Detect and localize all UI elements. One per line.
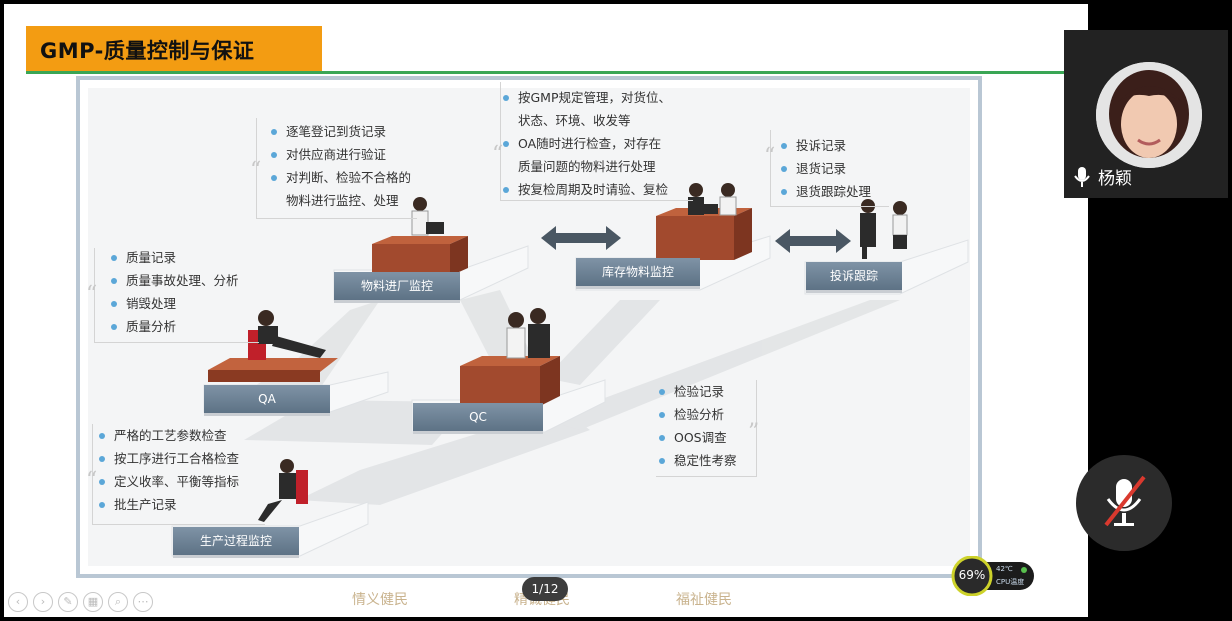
note-item: 稳定性考察 [658,449,737,472]
qc-notes: 检验记录 检验分析 OOS调查 稳定性考察 [658,380,737,472]
mute-button[interactable] [1076,455,1172,551]
cpu-temp-label: CPU温度 [996,578,1025,586]
node-inventory: 库存物料监控 [576,258,700,286]
mic-icon [1072,166,1092,192]
people [248,183,908,522]
note-item: 质量事故处理、分析 [110,269,239,292]
title-divider [26,71,1066,74]
mic-muted-icon [1104,475,1146,527]
node-qc: QC [413,403,543,431]
note-item: 状态、环境、收发等 [518,113,631,128]
ramp-qc-complaint [545,300,900,430]
qa-desk-top [208,358,338,372]
complaint-bracket [770,130,889,207]
qc-person-2 [528,308,550,358]
more-icon[interactable]: ⋯ [133,592,153,612]
note-item: 质量问题的物料进行处理 [518,159,656,174]
note-item: 按GMP规定管理，对货位、 [502,86,671,109]
footer-slogan: 情义健民 [352,592,408,608]
inventory-notes: 按GMP规定管理，对货位、 状态、环境、收发等 OA随时进行检查，对存在 质量问… [502,86,671,201]
zoom-icon[interactable]: ⌕ [108,592,128,612]
arrow-incoming-inventory [541,226,621,250]
quote-mark: “ [86,282,98,307]
node-production: 生产过程监控 [173,527,299,555]
note-item: 质量记录 [110,246,239,269]
quote-mark: “ [764,144,776,169]
note-item: 投诉记录 [780,134,871,157]
qa-notes: 质量记录 质量事故处理、分析 销毁处理 质量分析 [110,246,239,338]
incoming-desk-top [372,236,468,244]
avatar [1096,62,1202,168]
qa-person [248,310,326,360]
note-item: 质量分析 [110,315,239,338]
incoming-notes: 逐笔登记到货记录 对供应商进行验证 对判断、检验不合格的 物料进行监控、处理 [270,120,411,212]
qc-bracket [656,380,757,477]
node-qa: QA [204,385,330,413]
note-item: 严格的工艺参数检查 [98,424,239,447]
page-counter[interactable]: 1/12 [522,577,568,601]
next-icon[interactable]: › [33,592,53,612]
arrow-inventory-complaint [775,229,851,253]
double-arrows [541,226,851,253]
production-person [258,459,308,522]
quote-mark: “ [86,468,98,493]
note-item: 物料进行监控、处理 [286,193,399,208]
note-item: 按复检周期及时请验、复检 [502,178,671,201]
title-banner [26,26,322,72]
note-item: 定义收率、平衡等指标 [98,470,239,493]
production-notes: 严格的工艺参数检查 按工序进行工合格检查 定义收率、平衡等指标 批生产记录 [98,424,239,516]
pen-icon[interactable]: ✎ [58,592,78,612]
note-item: 对供应商进行验证 [270,143,411,166]
ramp-qc-inventory [545,300,660,385]
inventory-bracket [500,82,693,201]
slideshow-toolbar: ‹›✎▦⌕⋯ [8,590,158,612]
footer-slogan: 福祉健民 [676,592,732,608]
note-item: 退货记录 [780,157,871,180]
incoming-bracket [256,118,417,219]
node-complaint: 投诉跟踪 [806,262,902,290]
grid-icon[interactable]: ▦ [83,592,103,612]
note-item: 销毁处理 [110,292,239,315]
qc-person-1 [506,312,526,359]
note-item: 检验分析 [658,403,737,426]
complaint-notes: 投诉记录 退货记录 退货跟踪处理 [780,134,871,203]
note-item: 检验记录 [658,380,737,403]
inventory-desk-side [734,208,752,260]
qa-desk-front [208,370,320,382]
incoming-desk-side [450,236,468,276]
prev-icon[interactable]: ‹ [8,592,28,612]
complaint-people [860,199,908,259]
production-bracket [92,424,265,525]
note-item: OA随时进行检查，对存在 [502,132,671,155]
note-item: 按工序进行工合格检查 [98,447,239,470]
performance-widget[interactable]: 69% 42℃ CPU温度 [950,555,1036,597]
qa-bracket [94,248,259,343]
inventory-desk-front [656,216,734,260]
desks [208,208,752,406]
note-item: 退货跟踪处理 [780,180,871,203]
inventory-people [688,183,737,216]
incoming-desk-front [372,244,450,276]
note-item: OOS调查 [658,426,737,449]
quote-mark: “ [492,142,504,167]
quote-mark: ” [748,420,760,445]
qc-desk-top [460,356,560,366]
participant-name: 杨颖 [1098,169,1132,189]
note-item: 批生产记录 [98,493,239,516]
slide-title: GMP-质量控制与保证 [40,39,255,63]
qc-desk-front [460,366,540,406]
node-incoming: 物料进厂监控 [334,272,460,300]
incoming-person [411,197,444,236]
cpu-percent: 69% [958,568,986,582]
quote-mark: “ [250,158,262,183]
note-item: 对判断、检验不合格的 [270,166,411,189]
cpu-temp: 42℃ [996,565,1013,573]
qc-desk-side [540,356,560,406]
note-item: 逐笔登记到货记录 [270,120,411,143]
